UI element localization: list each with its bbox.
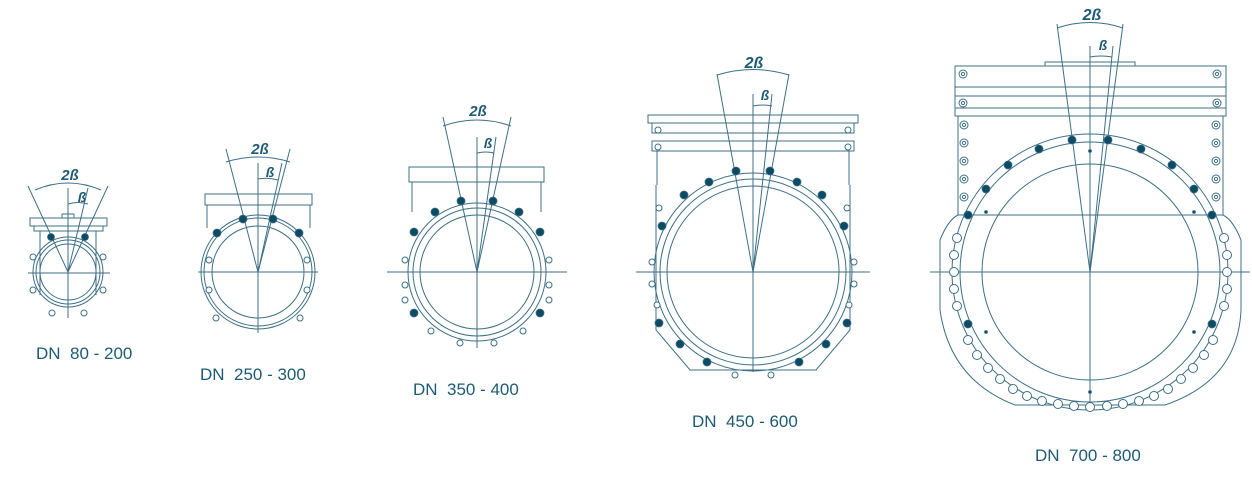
valve-1-bolt-holes [29,253,107,317]
valve-5-angle-half-label: ß [1099,37,1108,53]
valve-2-bolts [212,214,304,238]
caption-dn-450-600: DN 450 - 600 [692,412,798,431]
valve-5-angle-full-label: 2ß [1082,7,1102,24]
valve-5-top-frame-holes [958,69,1222,202]
caption-dn-350-400: DN 350 - 400 [413,380,519,399]
valve-2-outline [198,148,318,333]
caption-dn-700-800: DN 700 - 800 [1035,446,1141,465]
valve-2-bolt-holes [205,256,311,322]
valve-2-angle-full-label: 2ß [250,141,269,158]
valve-1-outline [27,182,110,318]
valve-4-angle-full-label: 2ß [744,55,764,72]
valve-4-bolts [654,166,852,367]
caption-dn-80-200: DN 80 - 200 [36,344,133,363]
valve-1-angle-half-label: ß [78,189,87,205]
valve-4-angle-half-label: ß [761,87,770,103]
valve-3-bolt-holes [401,256,553,347]
valve-dn-80-200-drawing: 2ß ß [27,167,110,318]
valve-5-bolts [963,135,1217,394]
valve-3-angle-half-label: ß [484,135,493,151]
valve-2-angle-half-label: ß [266,164,275,180]
valve-dn-700-800-drawing: 2ß ß [930,7,1250,412]
caption-dn-250-300: DN 250 - 300 [200,365,306,384]
valve-3-angle-full-label: 2ß [468,103,487,120]
valve-dn-350-400-drawing: 2ß ß [387,103,567,348]
valve-4-bolt-holes [648,126,858,379]
valve-3-outline [387,116,567,348]
valve-4-outline [636,69,870,372]
valve-1-bolts [47,233,89,241]
valve-dn-250-300-drawing: 2ß ß [198,141,318,333]
valve-5-flange-holes [949,233,1232,412]
valve-1-angle-full-label: 2ß [60,167,79,184]
valve-dn-450-600-drawing: 2ß ß [636,55,870,379]
valve-3-bolts [409,196,545,318]
